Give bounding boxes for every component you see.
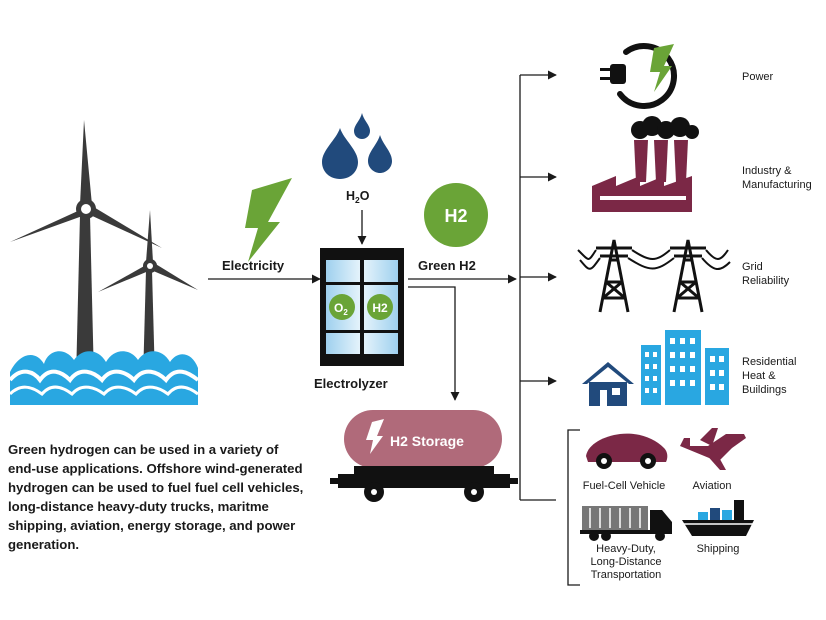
transmission-towers-icon xyxy=(577,239,731,313)
power-label: Power xyxy=(742,71,774,83)
house-icon xyxy=(582,362,634,406)
ocean-waves-icon xyxy=(8,351,200,405)
storage-arrow xyxy=(408,286,460,401)
power-plug-icon xyxy=(600,43,677,109)
electricity-label: Electricity xyxy=(222,258,285,273)
lightning-bolt-icon xyxy=(245,178,292,262)
aviation-label: Aviation xyxy=(693,480,732,492)
storage-bolt-icon xyxy=(366,419,384,454)
oxygen-bubble xyxy=(329,294,355,320)
oxygen-label: O2 xyxy=(334,301,348,317)
storage-tank-icon xyxy=(330,410,518,502)
hydrogen-bubble xyxy=(367,294,393,320)
car-icon xyxy=(586,433,668,469)
industry-label: Industry &Manufacturing xyxy=(742,165,812,191)
transport-bracket xyxy=(567,429,580,586)
green-h2-label: Green H2 xyxy=(418,258,476,273)
factory-icon xyxy=(592,116,699,212)
electrolyzer-label: Electrolyzer xyxy=(314,376,388,391)
hydrogen-cell-label: H2 xyxy=(372,301,388,315)
green-h2-badge xyxy=(424,183,488,247)
description-text: Green hydrogen can be used in a variety … xyxy=(8,442,304,552)
water-drops-icon xyxy=(322,113,392,179)
airplane-icon xyxy=(680,428,746,470)
wind-turbines-icon xyxy=(10,120,198,380)
fuel-cell-label: Fuel-Cell Vehicle xyxy=(583,480,666,492)
buildings-icon xyxy=(641,330,729,405)
power-bolt-icon xyxy=(650,44,674,92)
storage-label: H2 Storage xyxy=(390,433,464,449)
shipping-label: Shipping xyxy=(697,543,740,555)
h2o-label: H2O xyxy=(346,189,370,205)
ship-icon xyxy=(682,500,754,536)
green-h2-badge-label: H2 xyxy=(444,206,467,226)
truck-icon xyxy=(580,506,672,541)
